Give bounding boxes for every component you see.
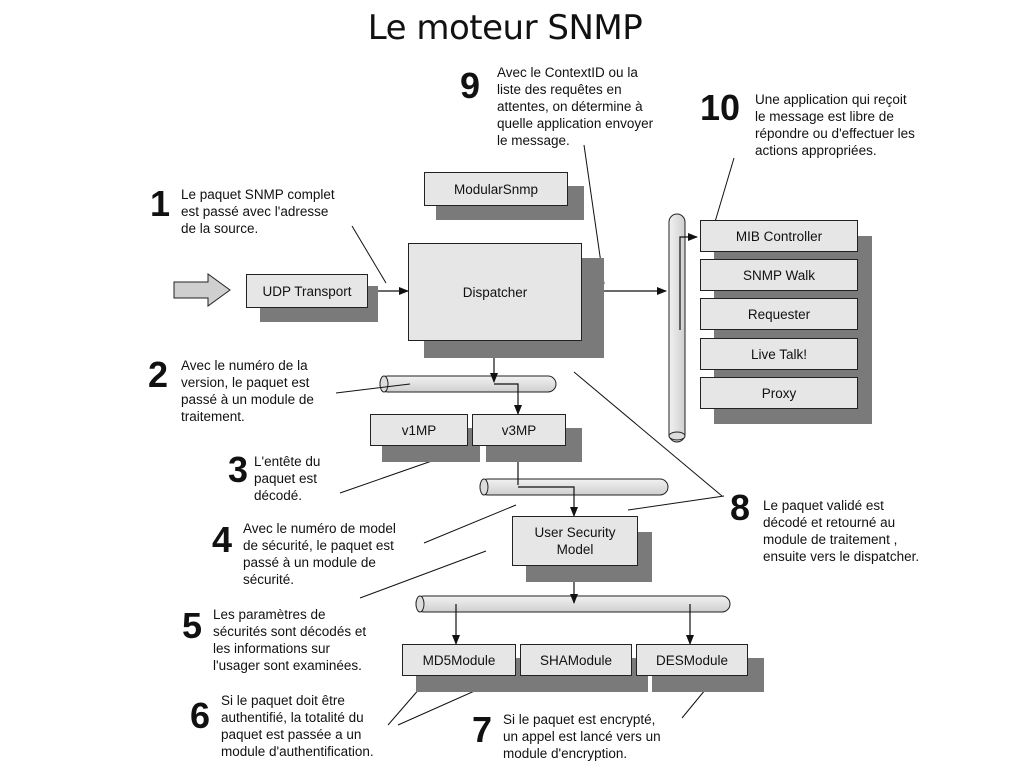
step-2-text: Avec le numéro de la version, le paquet … xyxy=(181,358,314,424)
step-3-number: 3 xyxy=(228,449,249,490)
step-10-text: Une application qui reçoit le message es… xyxy=(755,92,915,158)
v1mp-box: v1MP xyxy=(370,414,468,446)
page-title: Le moteur SNMP xyxy=(367,8,643,48)
md5-module-box: MD5Module xyxy=(402,644,516,676)
app-proxy: Proxy xyxy=(700,377,858,409)
step-4-number: 4 xyxy=(212,519,233,560)
step-9-text: Avec le ContextID ou la liste des requêt… xyxy=(497,65,654,148)
app-mib-controller: MIB Controller xyxy=(700,220,858,252)
step-5-text: Les paramètres de sécurités sont décodés… xyxy=(213,607,367,673)
modular-snmp-box: ModularSnmp xyxy=(424,172,568,206)
step-6-text: Si le paquet doit être authentifié, la t… xyxy=(221,693,374,759)
step-5-number: 5 xyxy=(182,605,203,646)
step-7-text: Si le paquet est encrypté, un appel est … xyxy=(503,712,661,761)
step-10-number: 10 xyxy=(700,87,741,128)
sha-module-box: SHAModule xyxy=(520,644,632,676)
step-8-number: 8 xyxy=(730,487,751,528)
step-1-text: Le paquet SNMP complet est passé avec l'… xyxy=(181,187,335,236)
app-live-talk: Live Talk! xyxy=(700,338,858,370)
app-requester: Requester xyxy=(700,298,858,330)
step-9-number: 9 xyxy=(460,65,481,106)
udp-transport-box: UDP Transport xyxy=(246,274,368,308)
step-4-text: Avec le numéro de model de sécurité, le … xyxy=(243,521,396,587)
v3mp-box: v3MP xyxy=(472,414,566,446)
step-1-number: 1 xyxy=(150,183,171,224)
step-3-text: L'entête du paquet est décodé. xyxy=(254,454,321,503)
step-7-number: 7 xyxy=(472,709,493,750)
des-module-box: DESModule xyxy=(636,644,748,676)
input-arrow xyxy=(173,273,231,307)
step-8-text: Le paquet validé est décodé et retourné … xyxy=(763,498,920,564)
dispatcher-box: Dispatcher xyxy=(408,243,582,341)
crypto-bus xyxy=(415,595,731,613)
app-snmp-walk: SNMP Walk xyxy=(700,259,858,291)
flow-arrows xyxy=(378,233,698,645)
step-6-number: 6 xyxy=(190,695,211,736)
version-bus xyxy=(379,375,557,393)
application-bus xyxy=(668,213,686,443)
user-security-model-box: User Security Model xyxy=(512,516,638,566)
step-2-number: 2 xyxy=(148,354,169,395)
